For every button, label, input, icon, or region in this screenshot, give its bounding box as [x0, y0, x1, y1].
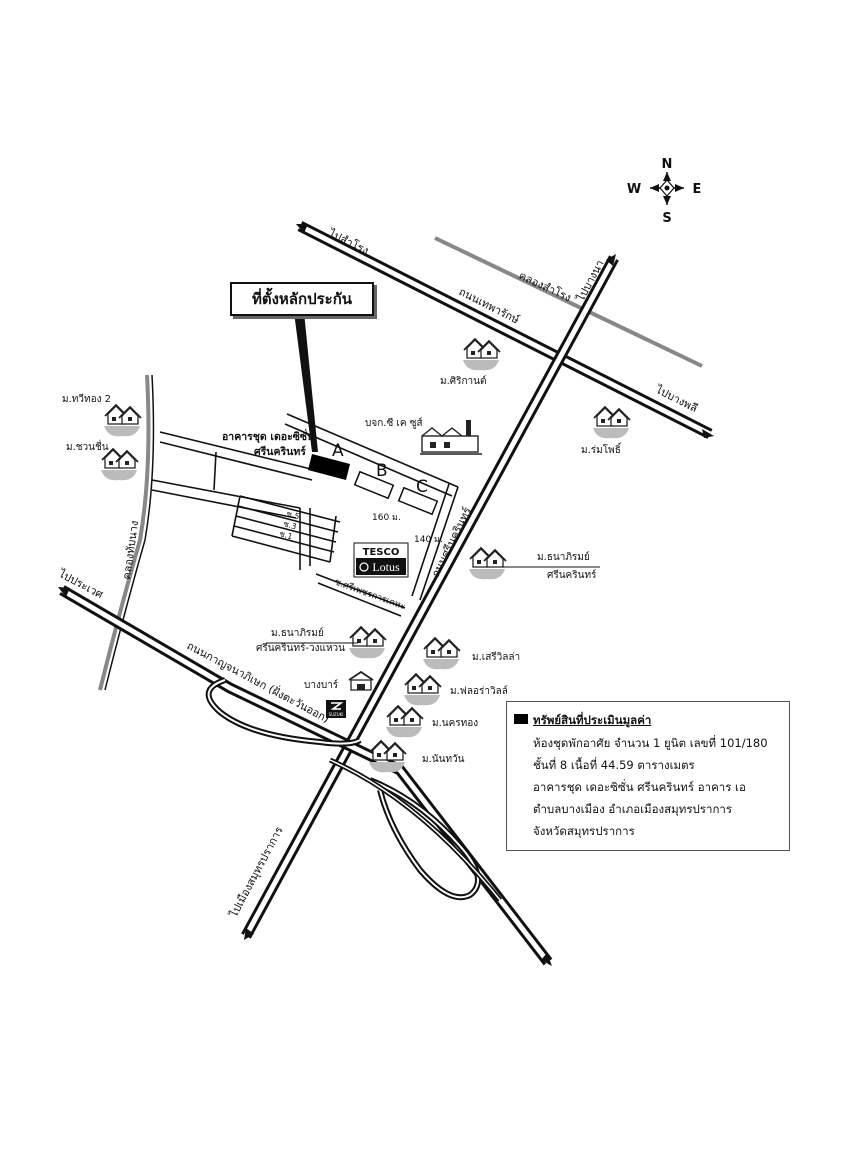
building-a[interactable]	[308, 454, 350, 480]
collateral-location-callout: ที่ตั้งหลักประกัน	[230, 282, 374, 316]
legend-line-4: ตำบลบางเมือง อำเภอเมืองสมุทรปราการ	[533, 802, 733, 816]
house-icon-seri-villa	[422, 637, 461, 671]
legend-box: ทรัพย์สินที่ประเมินมูลค่า ห้องชุดพักอาศั…	[506, 701, 790, 851]
label-soi3: ซ.3	[282, 519, 297, 531]
label-thanaphirom-srinakarin-1: ม.ธนาภิรมย์	[537, 551, 590, 563]
label-flora-ville: ม.ฟลอร่าวิลล์	[450, 685, 508, 697]
kanchanaphisek-road	[59, 585, 553, 966]
legend-title: ทรัพย์สินที่ประเมินมูลค่า	[533, 713, 652, 727]
factory-icon	[420, 420, 482, 455]
lotus-label: Lotus	[372, 560, 400, 574]
label-soi1: ซ.1	[278, 529, 293, 541]
khlong-samrong-canal	[434, 236, 703, 368]
house-icon-thanaphirom-srinakarin	[468, 547, 507, 581]
compass-s: S	[662, 211, 671, 226]
distance-160m: 160 ม.	[372, 513, 401, 523]
local-streets	[151, 413, 459, 617]
callout-pointer	[294, 312, 318, 452]
compass-e: E	[693, 182, 702, 197]
legend-line-3: อาคารชุด เดอะซิซั่น ศรีนครินทร์ อาคาร เอ	[533, 780, 746, 794]
house-icon-flora-ville	[403, 673, 442, 707]
label-thanaphirom-srinakarin-2: ศรีนครินทร์	[547, 569, 597, 581]
label-nanthawan: ม.นันทวัน	[422, 754, 465, 765]
label-tawithong2: ม.ทวีทอง 2	[62, 393, 111, 405]
label-building-name-1: อาคารชุด เดอะซิซั่น	[222, 428, 315, 444]
legend-line-1: ห้องชุดพักอาศัย จำนวน 1 ยูนิต เลขที่ 101…	[533, 736, 768, 750]
legend-line-2: ชั้นที่ 8 เนื้อที่ 44.59 ตารางเมตร	[533, 758, 695, 772]
label-soi-sriphet: ซ.ศรีเพชรการเคหะ	[333, 576, 407, 612]
suzuki-logo-icon: SUZUKI	[326, 700, 346, 718]
label-nakhonthong: ม.นครทอง	[432, 718, 478, 729]
tesco-lotus-icon: TESCO Lotus	[353, 542, 409, 578]
house-icon-nanthawan	[368, 740, 407, 774]
house-icon-tawithong2	[103, 404, 142, 438]
house-icon-sirikan	[462, 338, 501, 372]
label-ck-suit: บจก.ซี เค ซูส์	[365, 417, 423, 429]
svg-text:SUZUKI: SUZUKI	[329, 712, 344, 717]
building-a-label: A	[332, 441, 344, 461]
house-icon-rompo	[592, 406, 631, 440]
house-icon-chuanchuen	[100, 448, 139, 482]
tesco-label: TESCO	[363, 547, 400, 558]
label-rompo: ม.ร่มโพธิ์	[581, 442, 622, 456]
legend-line-5: จังหวัดสมุทรปราการ	[533, 824, 635, 838]
label-sirikan: ม.ศิริกานต์	[440, 375, 487, 387]
label-thanaphirom-ring-2: ศรีนครินทร์-วงแหวน	[256, 642, 345, 654]
legend-swatch	[514, 714, 528, 724]
building-c-label: C	[416, 477, 428, 497]
label-khlong-samrong: คลองสำโรง	[517, 268, 574, 304]
compass-n: N	[662, 157, 673, 172]
label-bangbar: บางบาร์	[304, 679, 339, 691]
compass-rose: N S W E	[627, 157, 702, 226]
building-b-label: B	[376, 461, 388, 481]
building-c[interactable]	[397, 486, 439, 516]
label-seri-villa: ม.เสรีวิลล่า	[472, 651, 520, 663]
building-b[interactable]	[353, 470, 395, 500]
distance-140m: 140 ม.	[414, 535, 443, 545]
bangbar-shop-icon	[348, 670, 374, 691]
khlong-thap-nang-canal	[98, 374, 151, 691]
thepharak-road	[297, 221, 713, 439]
label-soi5: ซ.5	[285, 509, 300, 521]
srinakarin-road	[241, 255, 619, 939]
label-building-name-2: ศรีนครินทร์	[254, 445, 306, 458]
house-icon-nakhonthong	[385, 705, 424, 739]
label-thanaphirom-ring-1: ม.ธนาภิรมย์	[271, 627, 324, 639]
label-chuanchuen: ม.ชวนชื่น	[66, 439, 109, 453]
compass-w: W	[627, 182, 641, 197]
